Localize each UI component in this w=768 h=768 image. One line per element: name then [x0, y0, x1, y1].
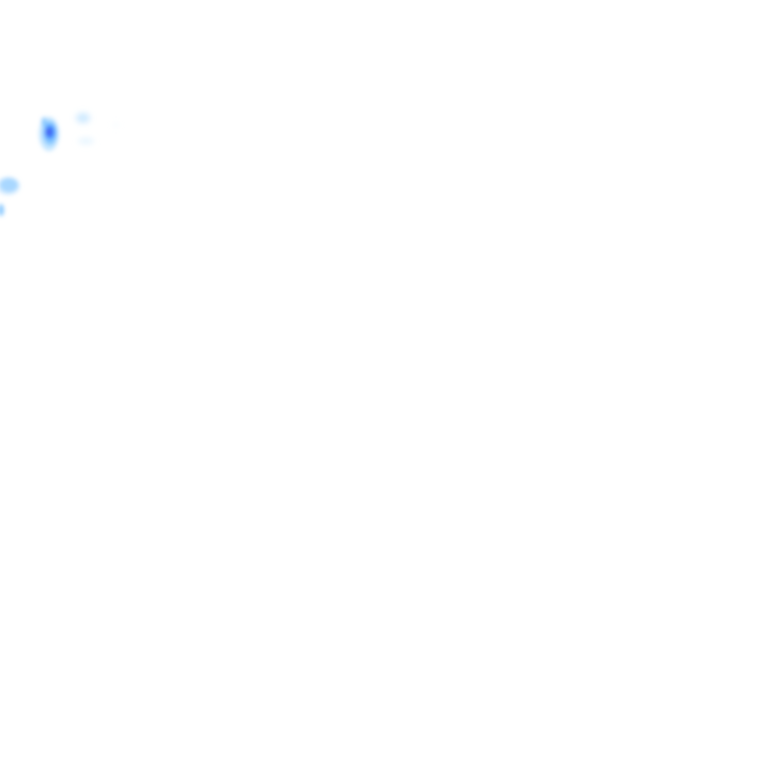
- echo-fragment-low: [78, 138, 94, 144]
- echo-cluster-west-edge: [0, 177, 20, 216]
- echo-core: [46, 128, 52, 136]
- echo-tail: [41, 117, 47, 127]
- echo-west-lower: [0, 204, 4, 216]
- echo-fragment-speck: [114, 123, 118, 127]
- echo-fragment-top: [76, 113, 90, 123]
- echo-fragment-northwest-east: [76, 113, 118, 144]
- echo-west-upper-halo: [0, 177, 20, 195]
- echo-cluster-northwest: [39, 117, 59, 151]
